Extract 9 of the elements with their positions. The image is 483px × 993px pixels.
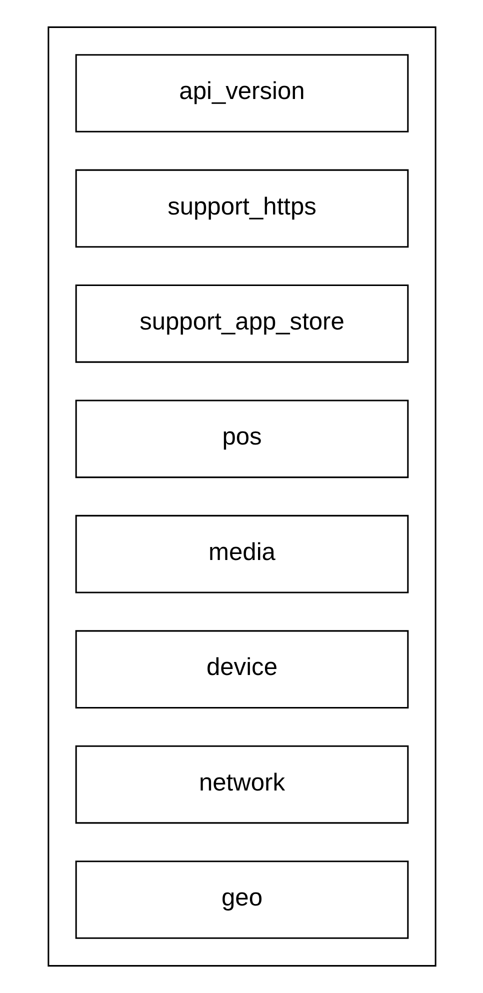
- node-box: pos: [74, 400, 408, 478]
- node-box: network: [74, 745, 408, 824]
- node-box: support_https: [74, 169, 408, 248]
- node-box: geo: [74, 860, 408, 939]
- node-box: api_version: [74, 54, 408, 132]
- node-box: media: [74, 514, 408, 594]
- cluster: [47, 26, 436, 967]
- node-box: device: [74, 630, 408, 708]
- node-box: support_app_store: [74, 284, 408, 363]
